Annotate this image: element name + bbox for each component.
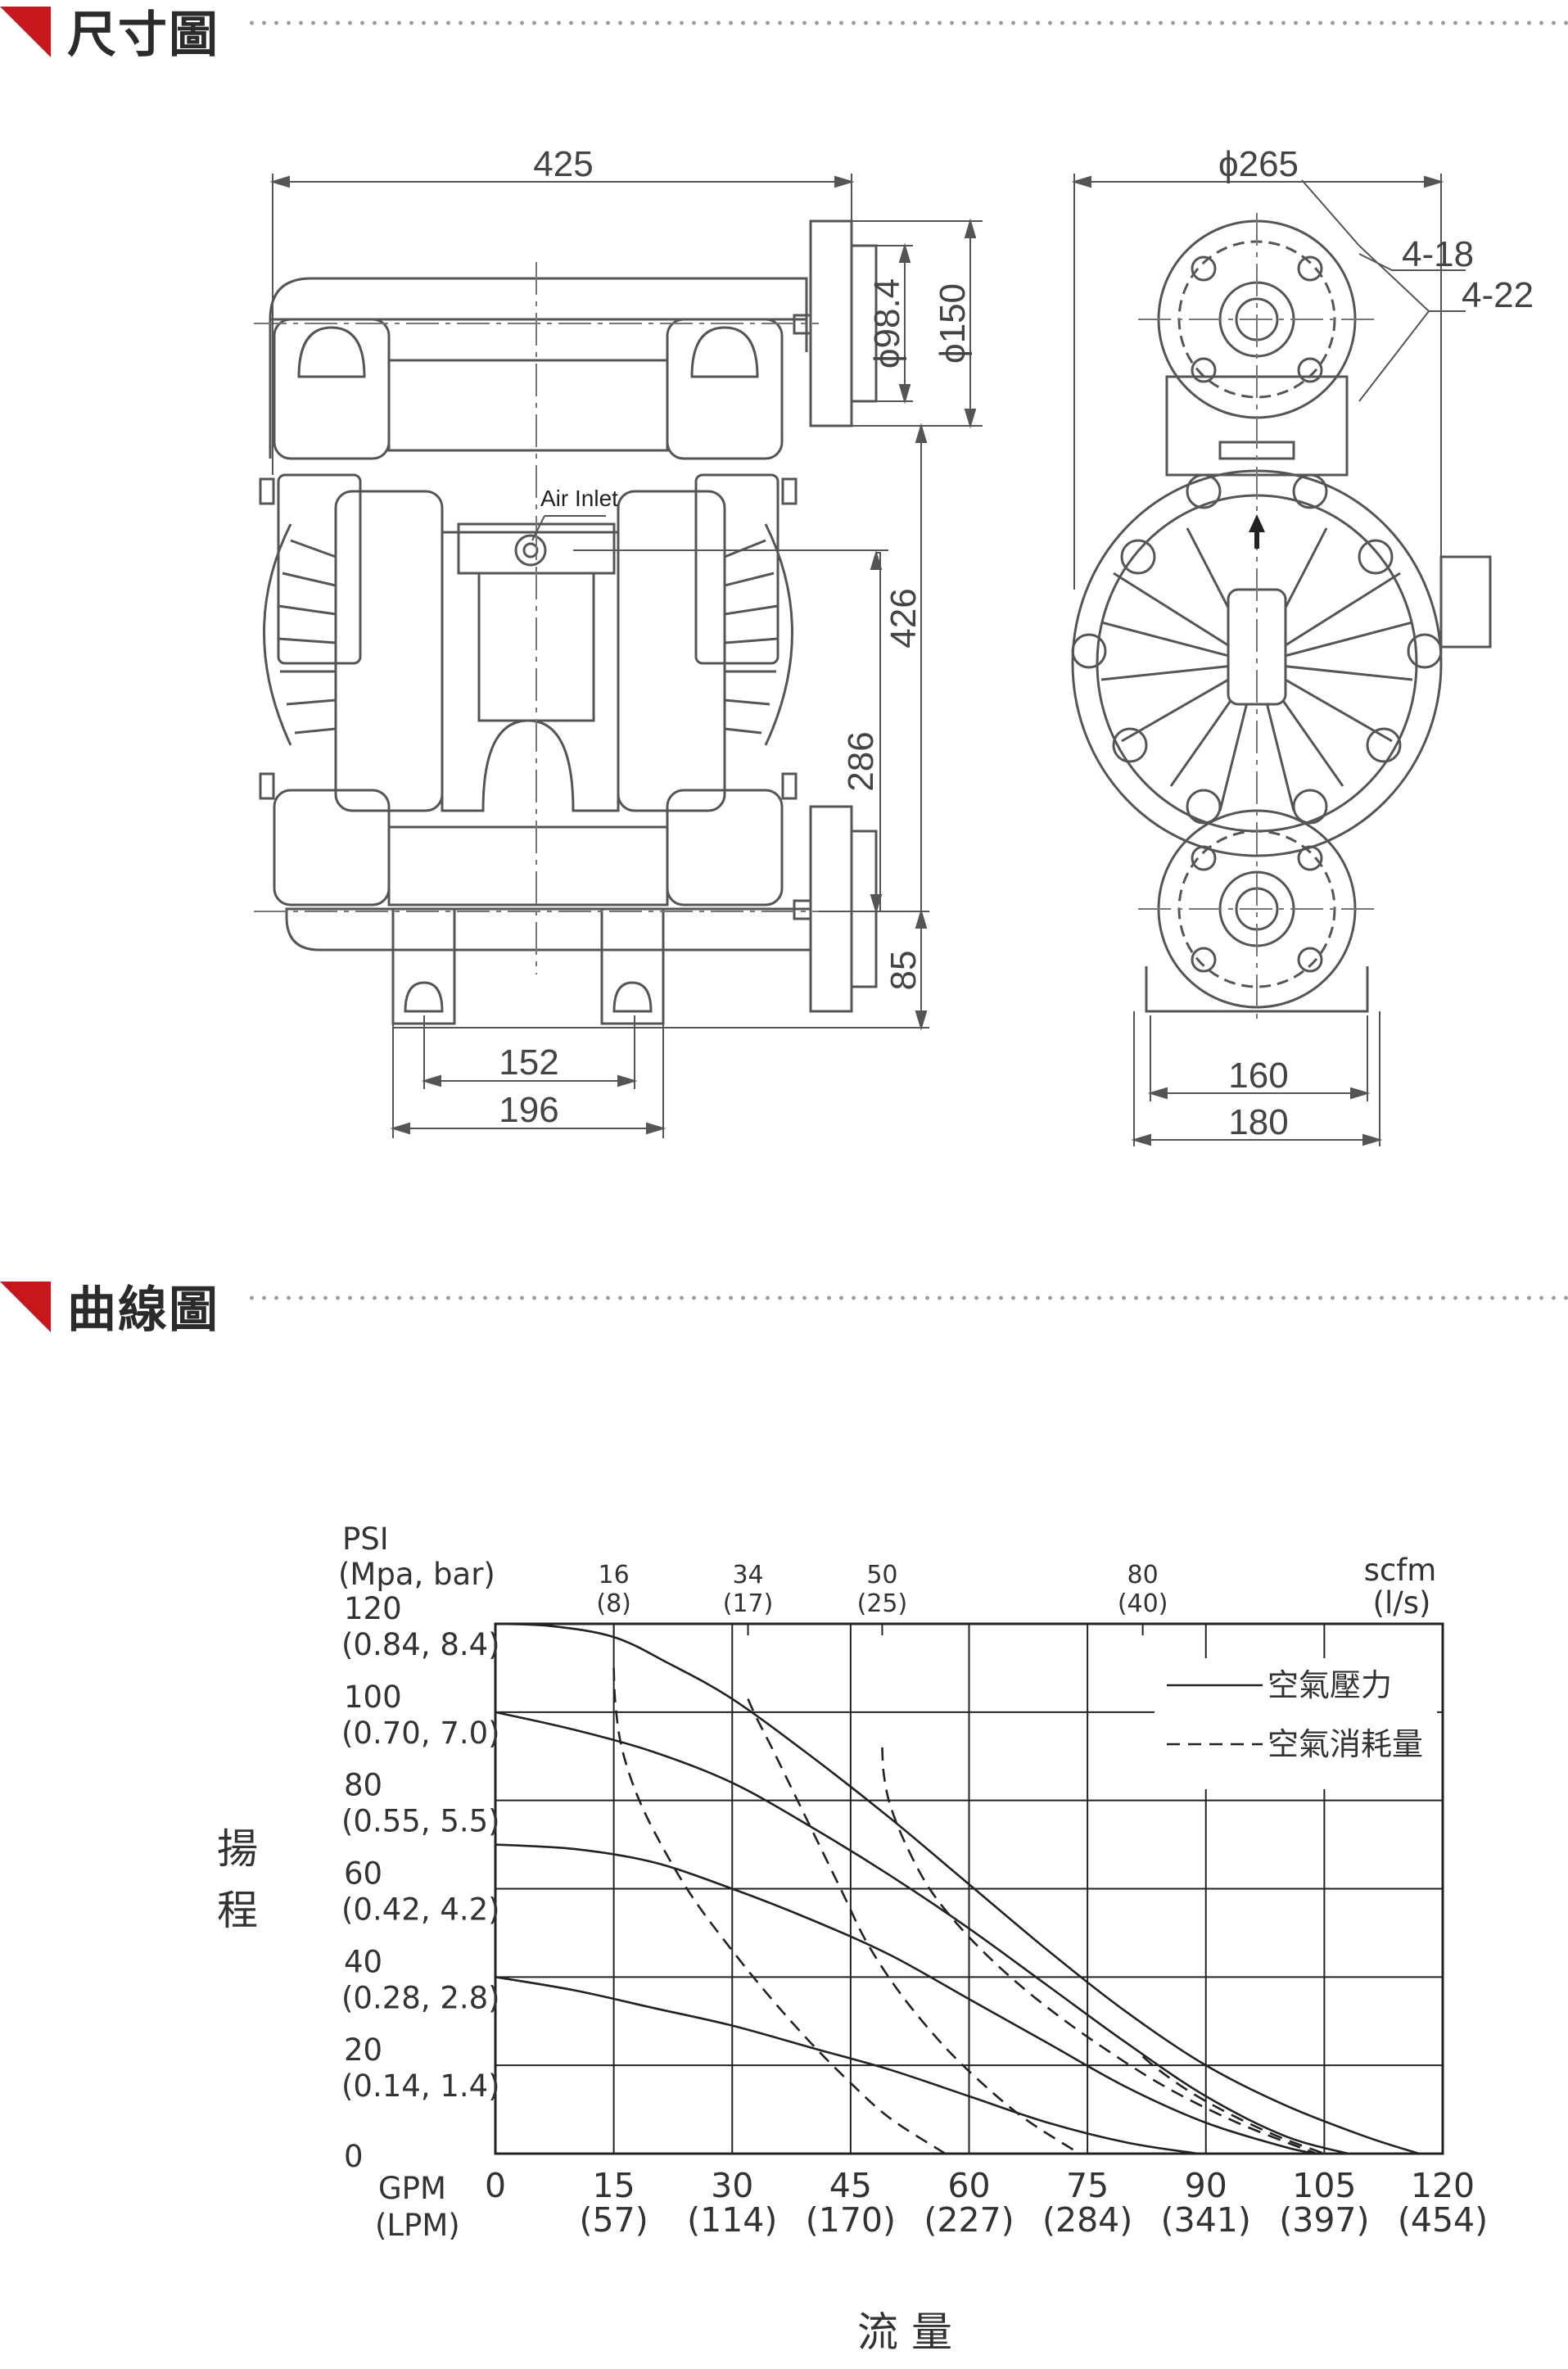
air-inlet-label: Air Inlet [540, 486, 618, 511]
dimensions-title: 尺寸圖 [67, 7, 219, 64]
chart-series [495, 1622, 1420, 2155]
y-unit-psi: PSI [342, 1521, 389, 1557]
y-tick-label: 60 [344, 1856, 382, 1892]
curve-title: 曲線圖 [67, 1282, 219, 1339]
top-tick-sublabel: (25) [857, 1589, 908, 1618]
dim-flange-inner: ϕ98.4 [867, 278, 907, 368]
air-consumption-curve [747, 1698, 1081, 2155]
curve-section-header: 曲線圖 [0, 1282, 1568, 1347]
x-tick-sublabel: (227) [924, 2200, 1014, 2240]
dim-width-425: 425 [533, 144, 593, 184]
air-pressure-curve [495, 1976, 1199, 2155]
y-axis-title-2: 程 [217, 1887, 258, 1934]
legend-label: 空氣消耗量 [1268, 1726, 1423, 1762]
x-tick-sublabel: (57) [580, 2200, 648, 2240]
top-tick-sublabel: (17) [723, 1589, 774, 1618]
legend-label: 空氣壓力 [1268, 1667, 1392, 1703]
x-tick-sublabel: (170) [806, 2200, 896, 2240]
x-tick-sublabel: (114) [687, 2200, 777, 2240]
dim-height-426: 426 [883, 588, 924, 648]
x-tick-label: 0 [485, 2166, 506, 2205]
performance-chart: 120(0.84, 8.4)100(0.70, 7.0)80(0.55, 5.5… [217, 1521, 1488, 2356]
air-consumption-curve [881, 1747, 1317, 2155]
dim-height-85: 85 [883, 951, 924, 991]
top-tick-sublabel: (40) [1118, 1589, 1168, 1618]
air-consumption-curve [612, 1667, 947, 2155]
x-tick-sublabel: (454) [1398, 2200, 1488, 2240]
y-tick-sublabel: (0.14, 1.4) [341, 2068, 500, 2104]
y-tick-sublabel: (0.70, 7.0) [341, 1716, 500, 1751]
top-tick-label: 50 [866, 1561, 897, 1589]
dimension-drawing: 425 ϕ98.4 ϕ150 426 286 85 152 196 ϕ265 4… [254, 144, 1534, 1146]
air-consumption-curve [1141, 2055, 1325, 2155]
y-tick-label: 100 [344, 1680, 402, 1715]
x-tick-label: 45 [829, 2166, 872, 2205]
dim-height-286: 286 [841, 731, 881, 791]
air-pressure-curve [495, 1622, 1420, 2155]
y-tick-label: 40 [344, 1944, 382, 1979]
x-tick-sublabel: (284) [1042, 2200, 1132, 2240]
y-tick-sublabel: (0.84, 8.4) [341, 1627, 500, 1662]
dotted-divider [246, 1295, 1568, 1300]
red-corner-icon [0, 7, 51, 57]
dim-side-160: 160 [1228, 1056, 1288, 1096]
y-tick-label: 120 [344, 1591, 402, 1626]
front-view [259, 219, 878, 1025]
dotted-divider [246, 20, 1568, 25]
y-unit-mpa: (Mpa, bar) [338, 1557, 495, 1592]
top-unit-ls: (l/s) [1373, 1585, 1431, 1621]
x-tick-label: 15 [593, 2166, 635, 2205]
legend-box [1155, 1658, 1437, 1789]
y-axis-title-1: 揚 [217, 1825, 258, 1873]
dim-base-152: 152 [499, 1042, 558, 1083]
red-corner-icon [0, 1282, 51, 1332]
top-unit-scfm: scfm [1364, 1553, 1437, 1588]
y-tick-label: 80 [344, 1768, 382, 1803]
x-tick-sublabel: (397) [1279, 2200, 1369, 2240]
x-tick-label: 30 [711, 2166, 753, 2205]
y-tick-sublabel: (0.55, 5.5) [341, 1804, 500, 1839]
x-tick-label: 120 [1411, 2166, 1475, 2205]
y-tick-label: 20 [344, 2032, 382, 2068]
x-tick-sublabel: (341) [1161, 2200, 1251, 2240]
dim-base-196: 196 [499, 1090, 558, 1130]
side-view [1071, 219, 1492, 1013]
x-unit-lpm: (LPM) [375, 2208, 460, 2243]
air-pressure-curve [495, 1843, 1317, 2155]
x-tick-label: 90 [1185, 2166, 1227, 2205]
y-tick-sublabel: (0.42, 4.2) [341, 1892, 500, 1928]
air-pressure-curve [495, 1711, 1349, 2155]
y-tick-label: 0 [344, 2139, 364, 2174]
dim-side-180: 180 [1228, 1102, 1288, 1142]
top-tick-label: 16 [599, 1561, 630, 1589]
dim-flange-outer: ϕ150 [933, 283, 973, 364]
dimensions-section-header: 尺寸圖 [0, 7, 1568, 72]
top-tick-label: 34 [732, 1561, 763, 1589]
x-tick-label: 75 [1066, 2166, 1109, 2205]
y-tick-sublabel: (0.28, 2.8) [341, 1980, 500, 2015]
dim-holes-422: 4-22 [1462, 275, 1534, 315]
x-tick-label: 60 [947, 2166, 990, 2205]
x-unit-gpm: GPM [378, 2171, 446, 2206]
top-tick-sublabel: (8) [596, 1589, 631, 1618]
x-axis-title: 流 量 [857, 2308, 952, 2356]
dim-holes-418: 4-18 [1402, 234, 1474, 274]
x-tick-label: 105 [1292, 2166, 1356, 2205]
top-tick-label: 80 [1127, 1561, 1159, 1589]
dim-flange-265: ϕ265 [1218, 144, 1299, 184]
chart-ticks: 120(0.84, 8.4)100(0.70, 7.0)80(0.55, 5.5… [341, 1561, 1488, 2240]
